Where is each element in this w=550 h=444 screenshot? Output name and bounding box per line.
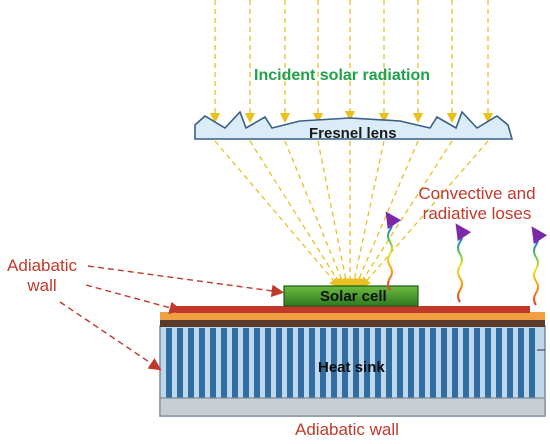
- red-layer: [176, 306, 530, 313]
- convective-losses-label: Convective and radiative loses: [418, 184, 536, 224]
- heat-sink-fin: [320, 328, 326, 398]
- heat-sink-fin: [298, 328, 304, 398]
- heat-sink-fin: [166, 328, 172, 398]
- heat-sink-fin: [221, 328, 227, 398]
- focused-ray: [360, 140, 489, 288]
- heat-sink-fin: [254, 328, 260, 398]
- incident-radiation-label: Incident solar radiation: [254, 67, 431, 84]
- loss-wave-1: [385, 211, 402, 291]
- heat-sink-fin: [430, 328, 436, 398]
- heat-sink-fin: [397, 328, 403, 398]
- heat-sink-fin: [419, 328, 425, 398]
- dark-layer: [160, 319, 545, 327]
- loss-wave-2: [455, 223, 472, 303]
- heat-sink-fin: [452, 328, 458, 398]
- adiabatic-arrow-3: [59, 301, 162, 371]
- heat-sink-fin: [518, 328, 524, 398]
- heat-sink-fin: [210, 328, 216, 398]
- focused-ray: [284, 140, 347, 289]
- heat-sink-fin: [342, 328, 348, 398]
- heat-sink-fin: [243, 328, 249, 398]
- heat-sink-fin: [375, 328, 381, 398]
- heat-sink-fin: [441, 328, 447, 398]
- orange-layer: [160, 312, 545, 320]
- heat-sink-fin: [199, 328, 205, 398]
- loss-wave-3: [531, 226, 548, 306]
- heat-sink-fin: [188, 328, 194, 398]
- focused-ray: [214, 140, 340, 288]
- heat-sink-fin: [408, 328, 414, 398]
- focused-rays: [214, 140, 489, 290]
- focused-ray: [249, 140, 343, 289]
- heat-sink-fin: [496, 328, 502, 398]
- focused-ray: [317, 140, 351, 290]
- heat-sink-fin: [463, 328, 469, 398]
- adiabatic-wall-bottom-label: Adiabatic wall: [295, 420, 399, 439]
- heat-sink-fin: [485, 328, 491, 398]
- focused-ray: [354, 140, 419, 289]
- incident-rays: [209, 0, 494, 124]
- adiabatic-arrow-2: [85, 284, 183, 314]
- heat-sink-fin: [276, 328, 282, 398]
- heat-sink-fin: [287, 328, 293, 398]
- focused-ray: [357, 140, 453, 289]
- heat-sink-fin: [507, 328, 513, 398]
- heat-sink-fin: [529, 328, 535, 398]
- fresnel-lens-label: Fresnel lens: [309, 125, 397, 142]
- fresnel-lens-shape: [194, 110, 514, 140]
- heat-sink-fin: [265, 328, 271, 398]
- heat-sink-fin: [309, 328, 315, 398]
- heat-sink-fins: [166, 328, 535, 398]
- adiabatic-wall-left-label: Adiabatic wall: [7, 256, 77, 296]
- heat-sink-fin: [177, 328, 183, 398]
- heat-sink-fin: [386, 328, 392, 398]
- heat-sink-fin: [232, 328, 238, 398]
- focused-ray: [349, 140, 385, 290]
- solar-cell-label: Solar cell: [320, 288, 387, 305]
- heat-sink-fin: [364, 328, 370, 398]
- heat-sink-fin: [353, 328, 359, 398]
- heat-sink-bottom-plate: [159, 397, 546, 417]
- heat-sink-fin: [331, 328, 337, 398]
- adiabatic-arrow-1: [87, 265, 285, 298]
- heat-sink-label: Heat sink: [318, 359, 385, 376]
- heat-sink-fin: [474, 328, 480, 398]
